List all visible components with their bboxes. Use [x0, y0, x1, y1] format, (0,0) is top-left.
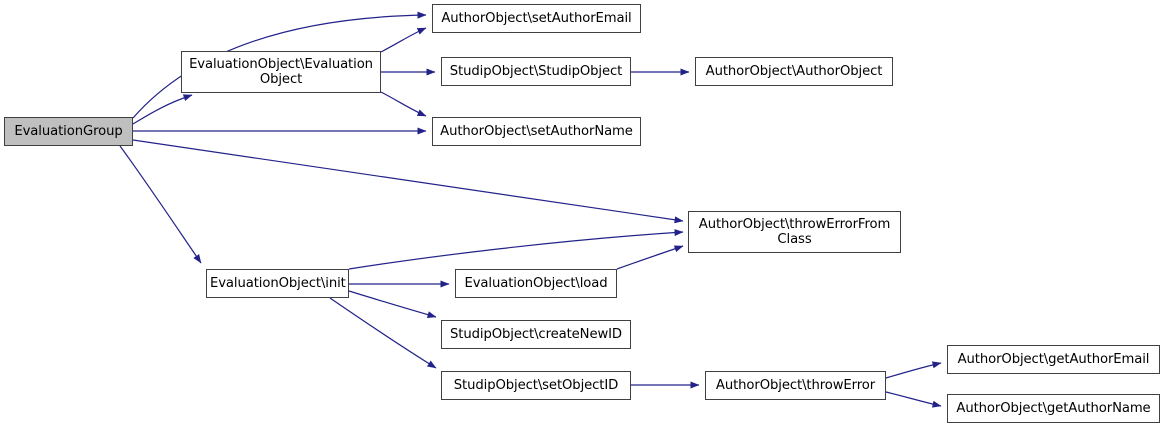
graph-node-label: AuthorObject\throwError [715, 377, 876, 393]
graph-edge-throwerror-to-getauthorname [885, 391, 942, 408]
graph-edge-throwerror-to-getauthoremail [885, 361, 942, 379]
graph-edge-evaluationobject_load-to-throwerrorfromclass [616, 245, 684, 270]
graph-node-setauthoremail[interactable]: AuthorObject\setAuthorEmail [432, 4, 641, 33]
graph-node-evaluationobject_init[interactable]: EvaluationObject\init [206, 269, 349, 298]
graph-node-authorobject_ctor[interactable]: AuthorObject\AuthorObject [695, 57, 893, 86]
graph-edge-evaluationgroup-to-evaluationobject_ctor [132, 94, 193, 125]
graph-node-label: AuthorObject\throwErrorFrom Class [698, 216, 891, 248]
graph-node-label: EvaluationObject\Evaluation Object [189, 56, 373, 88]
graph-edge-evaluationgroup-to-evaluationobject_init [119, 145, 202, 264]
graph-node-label: StudipObject\setObjectID [453, 377, 619, 393]
graph-node-evaluationgroup[interactable]: EvaluationGroup [4, 117, 133, 146]
graph-edge-evaluationgroup-to-throwerrorfromclass [132, 139, 684, 224]
graph-node-getauthoremail[interactable]: AuthorObject\getAuthorEmail [947, 345, 1160, 374]
graph-node-label: AuthorObject\setAuthorName [440, 123, 633, 139]
graph-edge-evaluationobject_init-to-createnewid [348, 290, 437, 319]
graph-edge-evaluationobject_init-to-throwerrorfromclass [348, 229, 684, 270]
graph-node-getauthorname[interactable]: AuthorObject\getAuthorName [947, 394, 1160, 423]
graph-node-throwerrorfromclass[interactable]: AuthorObject\throwErrorFrom Class [688, 211, 901, 253]
graph-edge-evaluationobject_init-to-setobjectid [329, 297, 437, 369]
graph-node-label: EvaluationObject\load [464, 275, 608, 291]
graph-node-setauthorname[interactable]: AuthorObject\setAuthorName [432, 117, 641, 146]
graph-node-evaluationobject_load[interactable]: EvaluationObject\load [455, 269, 617, 298]
graph-node-label: EvaluationGroup [14, 123, 123, 139]
graph-node-setobjectid[interactable]: StudipObject\setObjectID [441, 371, 631, 400]
graph-node-label: StudipObject\createNewID [450, 326, 622, 342]
graph-node-throwerror[interactable]: AuthorObject\throwError [705, 371, 886, 400]
graph-node-label: AuthorObject\AuthorObject [705, 63, 883, 79]
graph-node-label: AuthorObject\getAuthorName [956, 400, 1151, 416]
graph-node-evaluationobject_ctor[interactable]: EvaluationObject\Evaluation Object [181, 51, 381, 93]
graph-node-label: AuthorObject\setAuthorEmail [441, 10, 632, 26]
graph-edge-evaluationobject_ctor-to-setauthoremail [380, 27, 427, 53]
graph-node-label: AuthorObject\getAuthorEmail [957, 351, 1150, 367]
graph-node-label: EvaluationObject\init [210, 275, 346, 291]
graph-edge-evaluationobject_ctor-to-setauthorname [380, 91, 427, 117]
graph-node-label: StudipObject\StudipObject [449, 63, 623, 79]
graph-node-studipobject_ctor[interactable]: StudipObject\StudipObject [441, 57, 631, 86]
graph-node-createnewid[interactable]: StudipObject\createNewID [441, 320, 631, 349]
